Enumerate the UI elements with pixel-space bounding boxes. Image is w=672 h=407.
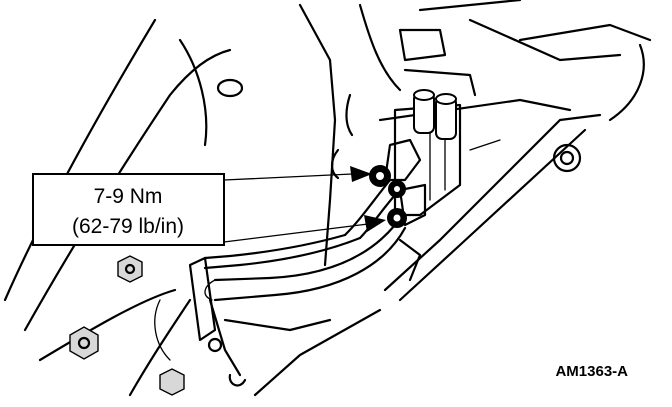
bolt-left-lower bbox=[69, 326, 99, 360]
fitting-lower bbox=[387, 208, 407, 228]
bolt-bottom bbox=[159, 368, 185, 396]
callout-box bbox=[32, 173, 225, 246]
torque-callout: 7-9 Nm (62-79 lb/in) bbox=[32, 173, 225, 246]
fitting-upper bbox=[369, 165, 406, 198]
callout-text-nm: 7-9 Nm bbox=[94, 185, 163, 208]
lower-hardware bbox=[154, 256, 382, 397]
figure-id: AM1363-A bbox=[555, 363, 628, 380]
leader-upper bbox=[223, 166, 372, 182]
connector-block bbox=[383, 89, 462, 227]
washer-right bbox=[552, 143, 582, 173]
strut-tower bbox=[298, 0, 652, 267]
leader-lower bbox=[223, 215, 386, 243]
callout-text-lbin: (62-79 lb/in) bbox=[72, 215, 184, 238]
mounting-rail bbox=[378, 98, 602, 302]
bolt-left-upper bbox=[117, 255, 143, 283]
